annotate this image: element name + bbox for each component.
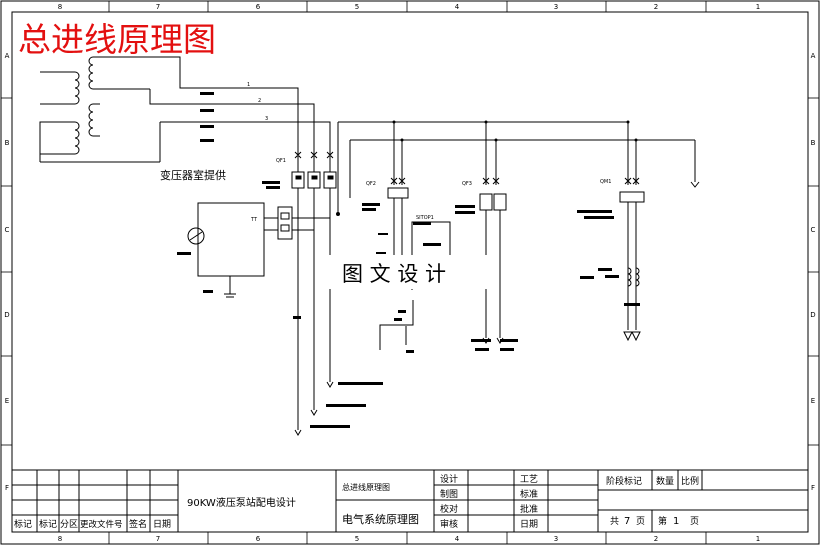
zone-number: 5 (355, 3, 359, 11)
zone-number: 2 (654, 535, 658, 543)
zone-number: 6 (256, 3, 261, 11)
revision-header: 更改文件号 (80, 519, 123, 530)
breaker-qf1 (291, 150, 337, 430)
transformer-note: 变压器室提供 (160, 168, 226, 182)
zone-letter: C (5, 226, 10, 234)
phase-label: 1 (247, 82, 250, 88)
zone-number: 2 (654, 3, 658, 11)
sheets-total-suffix: 页 (636, 516, 645, 527)
zone-number: 3 (554, 535, 558, 543)
revision-header: 标记 (39, 518, 57, 530)
zone-number: 8 (58, 535, 62, 543)
breaker-label: QF3 (462, 181, 472, 187)
watermark-box (326, 255, 494, 289)
role-label: 批准 (520, 503, 538, 515)
zone-letter: B (811, 139, 816, 147)
sheets-total: 7 (624, 516, 630, 527)
drawing-name-main: 电气系统原理图 (342, 512, 419, 526)
drawing-title: 总进线原理图 (18, 20, 216, 59)
zone-number: 5 (355, 535, 359, 543)
zone-letter: B (5, 139, 10, 147)
quantity-label: 数量 (656, 475, 674, 487)
incoming-feeders (100, 56, 331, 150)
breaker-qf2 (387, 122, 409, 265)
transformer-symbol (39, 56, 161, 163)
revision-header: 签名 (129, 518, 147, 530)
watermark-text: 图 文 设 计 (342, 262, 446, 286)
zone-letter: D (4, 311, 9, 319)
breaker-label: QM1 (600, 179, 611, 185)
sheets-total-prefix: 共 (610, 516, 619, 527)
zone-number: 3 (554, 3, 558, 11)
zone-number: 4 (455, 3, 460, 11)
role-label: 制图 (440, 488, 458, 500)
zone-number: 8 (58, 3, 62, 11)
role-label: 标准 (520, 488, 538, 500)
revision-header: 日期 (153, 519, 171, 530)
role-label: 校对 (440, 503, 458, 515)
stage-label: 阶段标记 (606, 475, 642, 487)
zone-letter: A (811, 52, 816, 60)
phase-label: 3 (265, 116, 268, 122)
label-bars (177, 92, 640, 428)
role-label: 工艺 (520, 474, 538, 485)
breaker-label: QF2 (366, 181, 376, 187)
metering-circuit (187, 202, 340, 298)
sheet-no: 1 (673, 516, 679, 527)
breaker-label: QF1 (276, 158, 286, 164)
ct-label: TT (250, 217, 258, 223)
zone-number: 4 (455, 535, 460, 543)
zone-number: 1 (756, 535, 760, 543)
sheet-no-prefix: 第 (658, 515, 667, 527)
zone-number: 6 (256, 535, 261, 543)
project-name: 90KW液压泵站配电设计 (187, 496, 296, 509)
zone-number: 1 (756, 3, 760, 11)
breaker-qm1 (619, 122, 645, 342)
role-label: 日期 (520, 519, 538, 530)
role-label: 审核 (440, 518, 458, 530)
zone-letter: E (5, 397, 9, 405)
scale-label: 比例 (681, 475, 699, 487)
zone-letter: F (5, 484, 9, 492)
revision-header: 分区 (60, 519, 78, 530)
zone-number: 7 (156, 535, 160, 543)
revision-header: 标记 (14, 518, 32, 530)
title-block (11, 469, 809, 533)
zone-letter: E (811, 397, 815, 405)
sheet-no-suffix: 页 (690, 516, 699, 527)
phase-label: 2 (258, 98, 261, 104)
zone-letter: F (811, 484, 815, 492)
zone-letter: C (811, 226, 816, 234)
sitop-label: SITOP1 (416, 215, 434, 221)
zone-number: 7 (156, 3, 160, 11)
role-label: 设计 (440, 473, 458, 485)
feeder-terminals (294, 181, 700, 436)
zone-letter: A (5, 52, 10, 60)
zone-letter: D (810, 311, 815, 319)
drawing-name-top: 总进线原理图 (342, 482, 390, 492)
